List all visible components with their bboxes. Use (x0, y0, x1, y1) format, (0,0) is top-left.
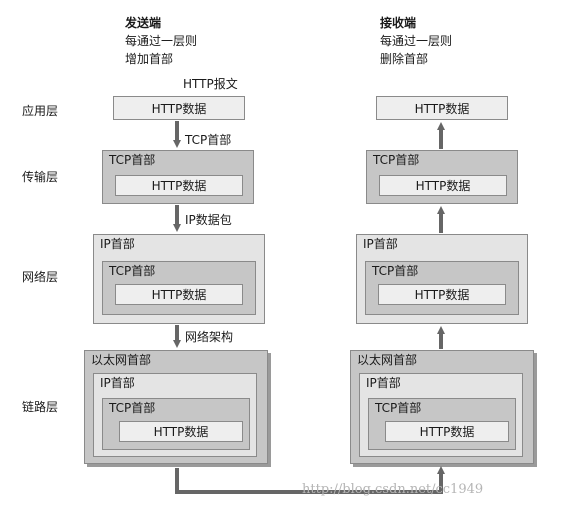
layer-label-network: 网络层 (22, 270, 59, 284)
receiver-link-frame: 以太网首部 IP首部 TCP首部 HTTP数据 (350, 350, 534, 464)
layer-label-application: 应用层 (22, 104, 59, 118)
sender-app-http-data: HTTP数据 (113, 96, 245, 120)
receiver-link-http-data: HTTP数据 (385, 421, 509, 442)
sender-title: 发送端 (125, 16, 162, 30)
sender-link-tcp-segment: TCP首部 HTTP数据 (102, 398, 250, 450)
sender-link-ethernet-header: 以太网首部 (91, 353, 152, 367)
sender-network-tcp-segment: TCP首部 HTTP数据 (102, 261, 256, 315)
physical-connector (175, 468, 443, 494)
receiver-app-http-data: HTTP数据 (376, 96, 508, 120)
receiver-transport-http-data-label: HTTP数据 (415, 179, 471, 193)
layer-label-transport: 传输层 (22, 170, 59, 184)
sender-link-http-data-label: HTTP数据 (153, 425, 209, 439)
annotation-ip-packet: IP数据包 (185, 213, 232, 227)
sender-link-http-data: HTTP数据 (119, 421, 243, 442)
receiver-link-tcp-header: TCP首部 (375, 401, 422, 415)
receiver-network-packet: IP首部 TCP首部 HTTP数据 (356, 234, 528, 324)
annotation-network-frame: 网络架构 (185, 330, 234, 344)
sender-link-ip-packet: IP首部 TCP首部 HTTP数据 (93, 373, 257, 457)
receiver-network-ip-header: IP首部 (363, 237, 398, 251)
receiver-link-http-data-label: HTTP数据 (419, 425, 475, 439)
sender-transport-http-data: HTTP数据 (115, 175, 243, 196)
layer-label-link: 链路层 (22, 400, 59, 414)
sender-transport-segment: TCP首部 HTTP数据 (102, 150, 254, 204)
sender-link-tcp-header: TCP首部 (109, 401, 156, 415)
receiver-link-tcp-segment: TCP首部 HTTP数据 (368, 398, 516, 450)
sender-desc-line1: 每通过一层则 (125, 34, 198, 48)
annotation-http-message: HTTP报文 (183, 77, 238, 91)
receiver-network-tcp-segment: TCP首部 HTTP数据 (365, 261, 519, 315)
receiver-network-http-data-label: HTTP数据 (414, 288, 470, 302)
receiver-desc-line1: 每通过一层则 (380, 34, 453, 48)
sender-network-http-data: HTTP数据 (115, 284, 243, 305)
receiver-transport-http-data: HTTP数据 (379, 175, 507, 196)
receiver-network-tcp-header: TCP首部 (372, 264, 419, 278)
receiver-link-ip-packet: IP首部 TCP首部 HTTP数据 (359, 373, 523, 457)
sender-link-ip-header: IP首部 (100, 376, 135, 390)
receiver-network-http-data: HTTP数据 (378, 284, 506, 305)
sender-desc-line2: 增加首部 (125, 52, 174, 66)
sender-network-packet: IP首部 TCP首部 HTTP数据 (93, 234, 265, 324)
sender-network-tcp-header: TCP首部 (109, 264, 156, 278)
sender-transport-http-data-label: HTTP数据 (151, 179, 207, 193)
receiver-link-ethernet-header: 以太网首部 (357, 353, 418, 367)
receiver-desc-line2: 删除首部 (380, 52, 429, 66)
sender-link-frame: 以太网首部 IP首部 TCP首部 HTTP数据 (84, 350, 268, 464)
receiver-transport-tcp-header: TCP首部 (373, 153, 420, 167)
annotation-tcp-header: TCP首部 (185, 133, 232, 147)
receiver-app-http-data-label: HTTP数据 (414, 101, 470, 116)
receiver-title: 接收端 (380, 16, 417, 30)
sender-transport-tcp-header: TCP首部 (109, 153, 156, 167)
receiver-transport-segment: TCP首部 HTTP数据 (366, 150, 518, 204)
sender-app-http-data-label: HTTP数据 (151, 101, 207, 116)
sender-network-http-data-label: HTTP数据 (151, 288, 207, 302)
receiver-link-ip-header: IP首部 (366, 376, 401, 390)
watermark-text: http://blog.csdn.net/cc1949 (302, 482, 484, 497)
sender-network-ip-header: IP首部 (100, 237, 135, 251)
